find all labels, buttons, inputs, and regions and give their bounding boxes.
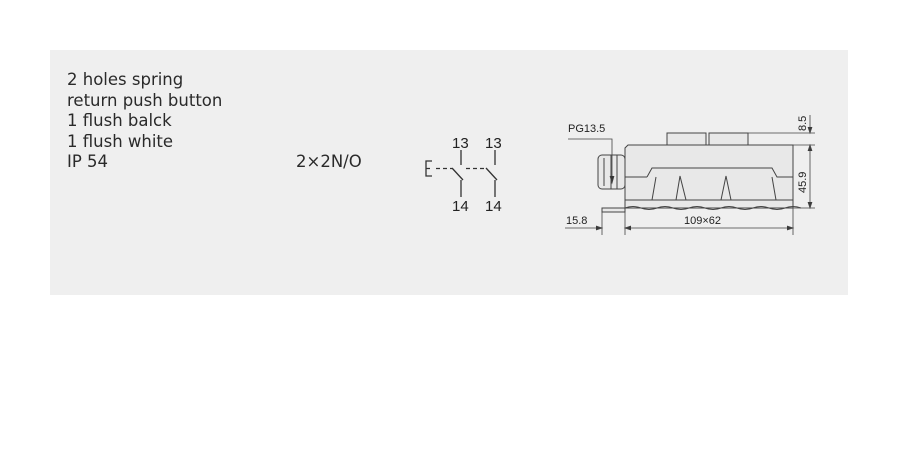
body-height-dimension: 45.9 xyxy=(797,172,809,193)
top-height-dimension: 8.5 xyxy=(797,116,809,131)
description-line: 2 holes spring xyxy=(67,70,184,89)
product-description: 2 holes spring return push button 1 flus… xyxy=(67,70,222,173)
gland-size-label: PG13.5 xyxy=(568,123,605,135)
terminal-label: 14 xyxy=(485,198,502,215)
terminal-label: 13 xyxy=(452,135,469,152)
contact-config: 2×2N/O xyxy=(296,152,362,171)
description-line: 1 flush white xyxy=(67,131,174,151)
description-line: IP 54 xyxy=(67,152,109,171)
width-dimension: 109×62 xyxy=(684,215,721,227)
switch-schematic xyxy=(425,150,498,197)
gland-length-dimension: 15.8 xyxy=(566,215,587,227)
enclosure-side-view xyxy=(597,132,802,213)
description-line: 1 flush balck xyxy=(67,111,172,130)
dimension-lines xyxy=(565,115,815,235)
terminal-label: 13 xyxy=(485,135,502,152)
terminal-label: 14 xyxy=(452,198,469,215)
description-line: return push button xyxy=(67,90,223,110)
